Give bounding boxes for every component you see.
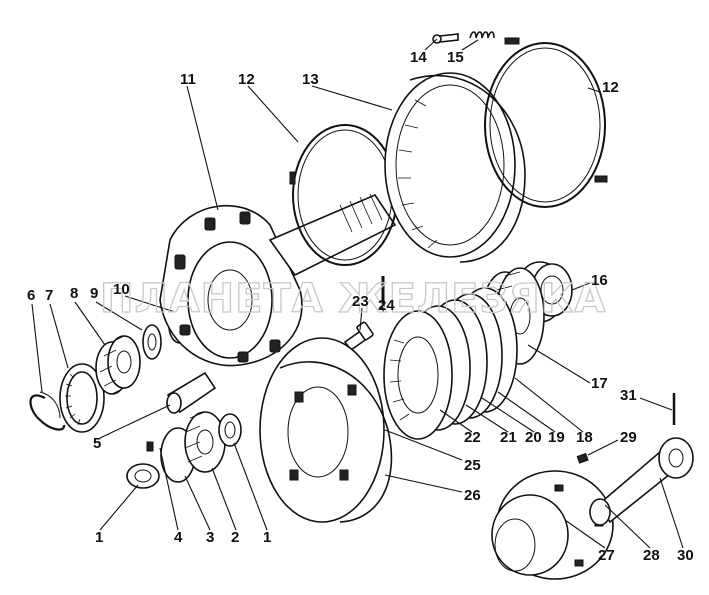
part-stud [576,452,589,464]
callout-7: 7 [45,287,53,304]
callout-5: 5 [93,435,101,452]
part-gear-small [95,335,141,395]
part-retaining-ring-right [484,37,608,208]
part-spring [469,31,495,39]
callout-21: 21 [500,429,517,446]
callout-3: 3 [206,529,214,546]
callout-2: 2 [231,529,239,546]
part-clutch-pack [383,287,518,440]
part-washer [142,324,162,360]
part-pinion-shaft [166,371,217,414]
part-double-gear [160,411,226,483]
callout-20: 20 [525,429,542,446]
callout-6: 6 [27,287,35,304]
part-washer-right [218,413,242,447]
callout-12-right: 12 [602,79,619,96]
part-brake-drum [259,337,393,523]
callout-28: 28 [643,547,660,564]
callout-10: 10 [113,281,130,298]
callout-26: 26 [464,487,481,504]
part-snap-ring [29,391,66,431]
callout-25: 25 [464,457,481,474]
part-ring-gear [384,72,526,263]
callout-1-right: 1 [263,529,271,546]
callout-16: 16 [591,272,608,289]
callout-19: 19 [548,429,565,446]
callout-24: 24 [378,297,395,314]
part-output-shaft [589,437,694,526]
callout-23: 23 [352,293,369,310]
callout-15: 15 [447,49,464,66]
callout-12-left: 12 [238,71,255,88]
part-washer-left [126,463,160,489]
callout-18: 18 [576,429,593,446]
part-hub-flange [491,470,614,580]
callout-27: 27 [598,547,615,564]
callout-30: 30 [677,547,694,564]
leader-lines [31,38,684,549]
callout-1-left: 1 [95,529,103,546]
callout-11: 11 [180,71,196,88]
part-bolt [343,321,374,352]
callout-17: 17 [591,375,608,392]
callout-labels: 6 7 8 9 10 11 12 13 14 15 12 16 17 18 19… [27,49,694,564]
callout-8: 8 [70,285,78,302]
callout-13: 13 [302,71,319,88]
callout-31: 31 [620,387,637,404]
callout-14: 14 [410,49,427,66]
part-gear-ring [59,363,105,433]
part-pin [432,33,459,44]
callout-9: 9 [90,285,98,302]
part-planet-carrier [159,193,397,367]
callout-4: 4 [174,529,183,546]
callout-22: 22 [464,429,481,446]
callout-29: 29 [620,429,637,446]
watermark: ПЛАНЕТА ЖЕЛЕЗЯКА [100,276,606,322]
part-key [146,441,154,452]
